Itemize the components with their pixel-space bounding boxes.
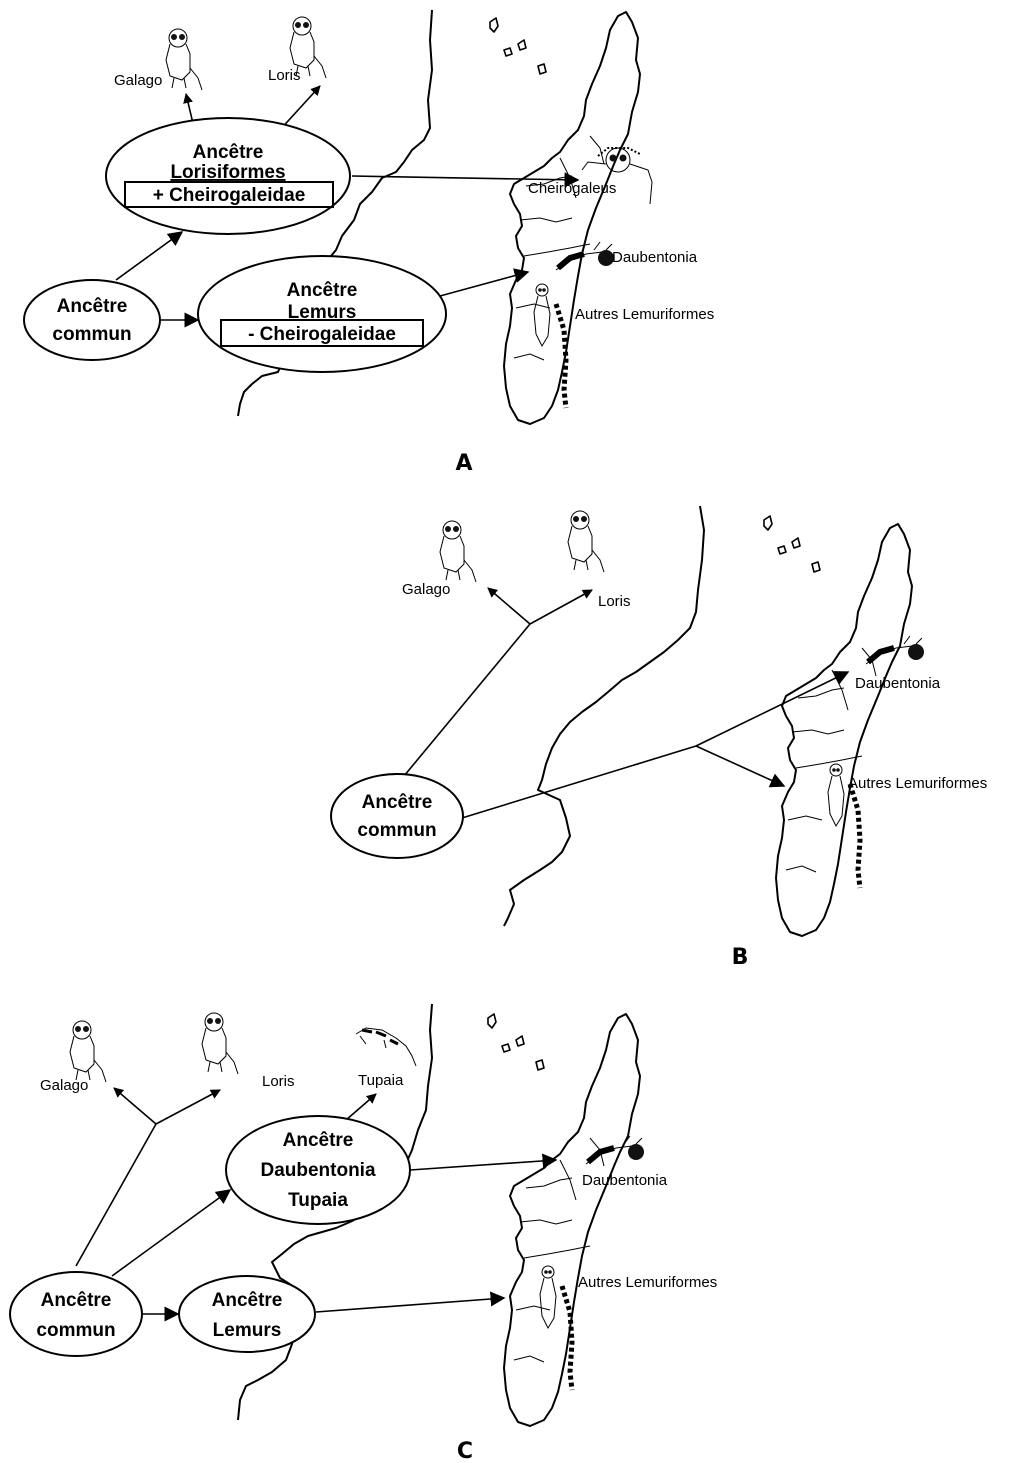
edge-common-to-daubentonia-tupaia (111, 1189, 232, 1277)
node-line: commun (357, 820, 436, 841)
madagascar-map-c (487, 1013, 641, 1427)
node-common-ancestor-b: Ancêtre commun (330, 773, 464, 859)
node-line: Lorisiformes (170, 162, 285, 183)
africa-coastline-c (237, 1003, 433, 1421)
node-common-ancestor-a: Ancêtre commun (23, 279, 161, 361)
galago-illustration-a (165, 28, 203, 91)
node-line: Ancêtre (283, 1130, 354, 1151)
loris-illustration-c (201, 1012, 239, 1075)
africa-coastline-b (503, 505, 705, 927)
label-galago-c: Galago (40, 1077, 88, 1094)
node-line: Ancêtre (212, 1290, 283, 1311)
edge-common-to-madagascar-b (461, 745, 697, 819)
edge-common-to-lorisiformes-c (75, 1123, 157, 1267)
edge-to-galago-b (487, 587, 531, 625)
daubentonia-illustration-b (866, 636, 924, 664)
galago-illustration-c (69, 1020, 107, 1083)
label-daubentonia-b: Daubentonia (855, 675, 941, 692)
daubentonia-illustration-c (586, 1136, 644, 1164)
label-galago-a: Galago (114, 72, 162, 89)
label-galago-b: Galago (402, 581, 450, 598)
node-line: Ancêtre (57, 296, 128, 317)
africa-coastline-a (237, 9, 433, 417)
panel-b: Ancêtre commun Galago Loris Daubentonia … (330, 505, 987, 970)
node-ancestor-lemurs-c: Ancêtre Lemurs (178, 1275, 316, 1353)
node-line: + Cheirogaleidae (153, 185, 306, 206)
edge-to-daubentonia-b (695, 671, 850, 747)
label-loris-c: Loris (262, 1073, 295, 1090)
label-loris-a: Loris (268, 67, 301, 84)
edge-to-cheirogaleus (351, 172, 580, 188)
node-line: Tupaia (288, 1190, 348, 1211)
node-ancestor-lemurs-a: Ancêtre Lemurs - Cheirogaleidae (197, 255, 447, 373)
edge-to-madagascar-lemurs-a (439, 268, 530, 297)
lemur-illustration-c (540, 1266, 572, 1390)
label-daubentonia-c: Daubentonia (582, 1172, 668, 1189)
label-autres-c: Autres Lemuriformes (578, 1274, 717, 1291)
edge-common-to-lorisiformes-b (403, 623, 531, 777)
panel-label-c: C (457, 1439, 473, 1463)
tupaia-illustration (354, 1026, 418, 1068)
node-line: Ancêtre (287, 280, 358, 301)
edge-to-daubentonia-c (409, 1153, 558, 1171)
edge-common-to-lorisiformes (115, 231, 184, 281)
edge-to-autres-c (315, 1291, 506, 1313)
label-daubentonia-a: Daubentonia (612, 249, 698, 266)
edge-to-loris-b (529, 589, 593, 625)
label-autres-b: Autres Lemuriformes (848, 775, 987, 792)
panel-a: Ancêtre Lorisiformes + Cheirogaleidae An… (23, 9, 714, 476)
node-line: commun (36, 1320, 115, 1341)
node-line: Lemurs (213, 1320, 282, 1341)
node-line: Daubentonia (260, 1160, 375, 1181)
node-ancestor-lorisiformes: Ancêtre Lorisiformes + Cheirogaleidae (105, 117, 351, 235)
node-line: Ancêtre (193, 142, 264, 163)
node-line: - Cheirogaleidae (248, 324, 396, 345)
panel-c: Ancêtre Daubentonia Tupaia Ancêtre Lemur… (9, 1003, 717, 1463)
loris-illustration-b (567, 510, 605, 573)
node-common-ancestor-c: Ancêtre commun (9, 1271, 143, 1357)
node-line: Ancêtre (362, 792, 433, 813)
label-loris-b: Loris (598, 593, 631, 610)
node-line: Ancêtre (41, 1290, 112, 1311)
panel-label-b: B (732, 945, 749, 970)
madagascar-map-b (763, 515, 913, 937)
edge-to-tupaia (345, 1093, 377, 1121)
label-autres-a: Autres Lemuriformes (575, 306, 714, 323)
panel-label-a: A (455, 451, 472, 476)
edge-to-autres-b (695, 745, 786, 788)
node-line: commun (52, 324, 131, 345)
galago-illustration-b (439, 520, 477, 583)
node-ancestor-daubentonia-tupaia: Ancêtre Daubentonia Tupaia (225, 1115, 411, 1225)
daubentonia-illustration-a (556, 242, 614, 270)
label-cheirogaleus: Cheirogaleus (528, 180, 616, 197)
edge-to-galago-c (113, 1087, 157, 1125)
node-line: Lemurs (288, 302, 357, 323)
label-tupaia: Tupaia (358, 1072, 404, 1089)
lemur-illustration-a (534, 284, 566, 408)
edge-to-loris-c (155, 1089, 221, 1125)
